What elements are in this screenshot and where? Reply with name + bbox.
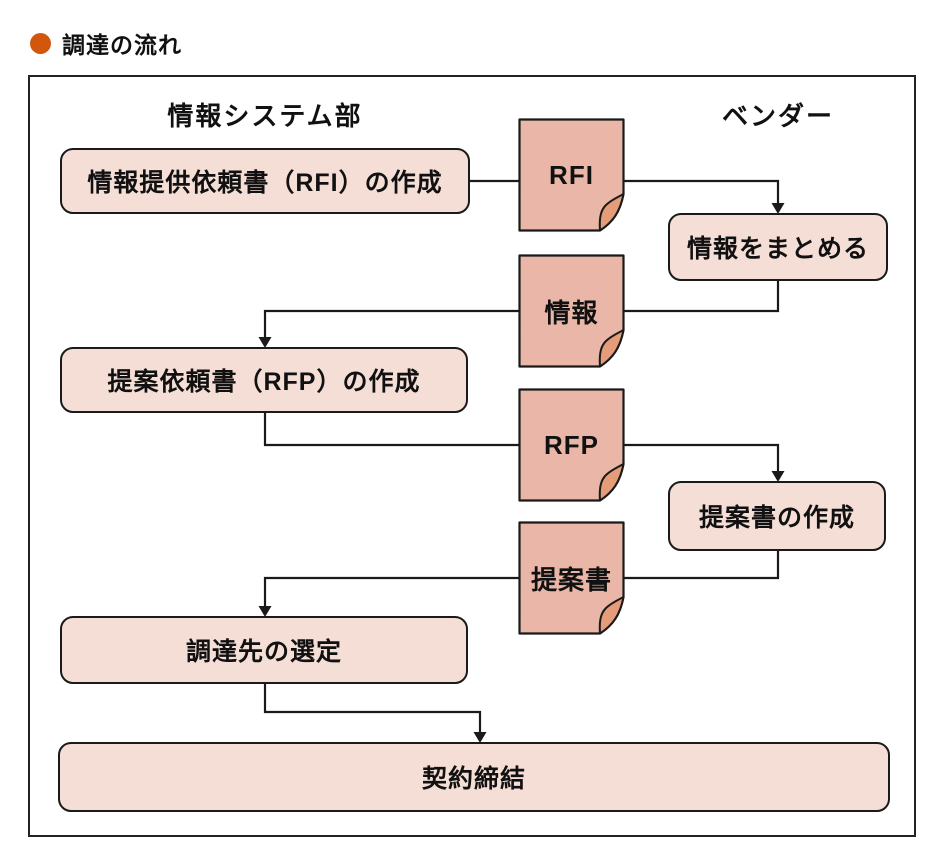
- document-label-rfp: RFP: [544, 429, 599, 460]
- page-title: 調達の流れ: [30, 26, 182, 60]
- node-contract: 契約締結: [58, 742, 890, 812]
- bullet-icon: [30, 32, 51, 54]
- node-vendor-select: 調達先の選定: [60, 616, 468, 684]
- node-rfi-create: 情報提供依頼書（RFI）の作成: [60, 148, 470, 214]
- column-header-vendor: ベンダー: [721, 100, 834, 131]
- document-label-info: 情報: [544, 297, 599, 328]
- node-proposal-create: 提案書の作成: [668, 481, 886, 551]
- node-gather-info: 情報をまとめる: [668, 213, 888, 281]
- node-rfp-create: 提案依頼書（RFP）の作成: [60, 347, 468, 413]
- document-label-rfi: RFI: [549, 159, 594, 190]
- document-label-proposal: 提案書: [530, 564, 612, 595]
- page-title-text: 調達の流れ: [62, 32, 182, 58]
- column-header-it-department: 情報システム部: [167, 100, 363, 131]
